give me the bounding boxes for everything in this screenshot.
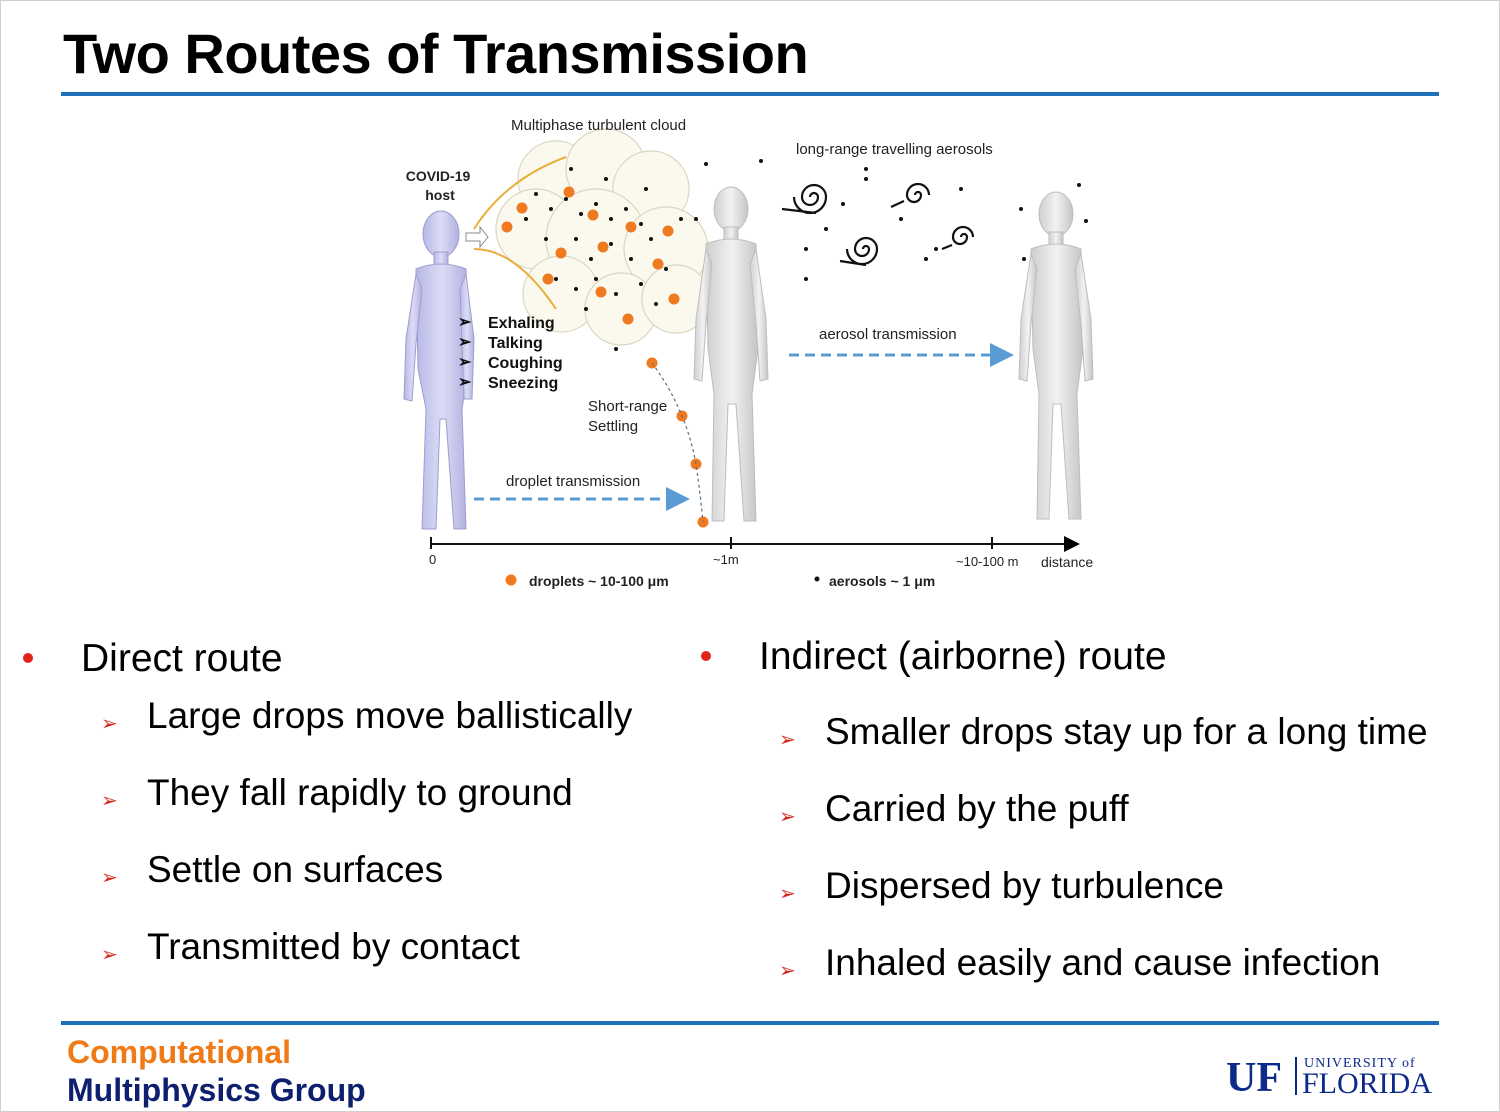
action-item: Coughing xyxy=(488,355,563,372)
list-item: ➢ Carried by the puff xyxy=(701,786,1491,863)
arrow-bullet-icon: ➢ xyxy=(101,713,118,735)
arrow-bullet-icon: ➢ xyxy=(101,944,118,966)
indirect-route-section: Indirect (airborne) route ➢ Smaller drop… xyxy=(701,631,1491,1017)
logo-uf-text: UF xyxy=(1226,1055,1282,1099)
axis-tick-label: ~1m xyxy=(713,552,739,567)
arrow-bullet-icon: ➢ xyxy=(101,790,118,812)
axis-label: distance xyxy=(1041,554,1093,570)
exhale-arrow-down xyxy=(473,248,557,310)
arrow-bullet-icon: ➢ xyxy=(779,883,796,905)
host-figure xyxy=(403,210,475,530)
exhale-actions-list: ➢ Exhaling ➢ Talking ➢ Coughing ➢ Sneezi… xyxy=(458,314,563,392)
bullet-dot-icon xyxy=(23,653,33,663)
action-bullet-icon: ➢ xyxy=(458,374,472,391)
uf-logo: UF UNIVERSITY of FLORIDA xyxy=(1226,1055,1432,1099)
list-item-text: Transmitted by contact xyxy=(147,926,520,967)
list-item: ➢ Settle on surfaces xyxy=(23,847,673,924)
bullet-dot-icon xyxy=(701,651,711,661)
arrow-bullet-icon: ➢ xyxy=(101,867,118,889)
list-item-text: Carried by the puff xyxy=(825,788,1129,829)
slide-title: Two Routes of Transmission xyxy=(63,22,809,85)
turbulent-cloud xyxy=(495,128,711,346)
title-divider xyxy=(61,92,1439,96)
list-item: ➢ They fall rapidly to ground xyxy=(23,770,673,847)
host-label-line1: COVID-19 xyxy=(406,168,471,184)
axis-tick-label: 0 xyxy=(429,552,436,567)
footer-divider xyxy=(61,1021,1439,1025)
aerosol-legend-label: aerosols ~ 1 μm xyxy=(829,573,935,589)
list-item-text: Settle on surfaces xyxy=(147,849,444,890)
list-item: ➢ Smaller drops stay up for a long time xyxy=(701,709,1491,786)
arrow-bullet-icon: ➢ xyxy=(779,729,796,751)
list-item: ➢ Large drops move ballistically xyxy=(23,693,673,770)
group-name-line2: Multiphysics Group xyxy=(67,1072,366,1108)
direct-route-heading: Direct route xyxy=(23,633,673,693)
indirect-route-heading: Indirect (airborne) route xyxy=(701,631,1491,691)
direct-route-section: Direct route ➢ Large drops move ballisti… xyxy=(23,633,673,1001)
group-name-line1: Computational xyxy=(67,1034,291,1070)
action-item: Sneezing xyxy=(488,375,558,392)
action-bullet-icon: ➢ xyxy=(458,314,472,331)
list-item-text: Large drops move ballistically xyxy=(147,695,633,736)
aerosol-transmission-label: aerosol transmission xyxy=(819,326,957,343)
list-item: ➢ Inhaled easily and cause infection xyxy=(701,940,1491,1017)
arrow-bullet-icon: ➢ xyxy=(779,806,796,828)
list-item-text: They fall rapidly to ground xyxy=(147,772,573,813)
long-range-label: long-range travelling aerosols xyxy=(796,141,993,158)
list-item-text: Dispersed by turbulence xyxy=(825,865,1224,906)
aerosol-eddies xyxy=(781,182,975,267)
far-person-figure xyxy=(1018,191,1094,520)
list-item-text: Inhaled easily and cause infection xyxy=(825,942,1381,983)
list-item: ➢ Transmitted by contact xyxy=(23,924,673,1001)
settling-path xyxy=(651,362,704,523)
list-item: ➢ Dispersed by turbulence xyxy=(701,863,1491,940)
logo-florida-text: FLORIDA xyxy=(1302,1067,1432,1099)
exhale-arrow-up xyxy=(473,156,567,230)
logo-university-text: UNIVERSITY of xyxy=(1304,1056,1416,1071)
cloud-label: Multiphase turbulent cloud xyxy=(511,117,686,134)
settling-label-line1: Short-range xyxy=(588,398,667,415)
direct-route-title: Direct route xyxy=(81,637,283,680)
droplet-legend-label: droplets ~ 10-100 μm xyxy=(529,573,669,589)
exhale-icon xyxy=(465,225,489,249)
action-bullet-icon: ➢ xyxy=(458,354,472,371)
arrow-bullet-icon: ➢ xyxy=(779,960,796,982)
near-person-figure xyxy=(693,186,769,522)
list-item-text: Smaller drops stay up for a long time xyxy=(825,711,1428,752)
host-label-line2: host xyxy=(425,187,455,203)
droplet-transmission-label: droplet transmission xyxy=(506,473,640,490)
group-name: Computational Multiphysics Group xyxy=(67,1033,366,1109)
action-item: Exhaling xyxy=(488,315,555,332)
settling-label-line2: Settling xyxy=(588,418,638,435)
action-bullet-icon: ➢ xyxy=(458,334,472,351)
aerosol-dots xyxy=(524,159,1088,351)
droplet-legend-icon xyxy=(505,574,517,586)
action-item: Talking xyxy=(488,335,543,352)
aerosol-legend-icon xyxy=(814,576,820,582)
indirect-route-title: Indirect (airborne) route xyxy=(759,635,1167,678)
transmission-diagram: Multiphase turbulent cloud long-range tr… xyxy=(403,117,1094,589)
axis-tick-label: ~10-100 m xyxy=(956,554,1019,569)
